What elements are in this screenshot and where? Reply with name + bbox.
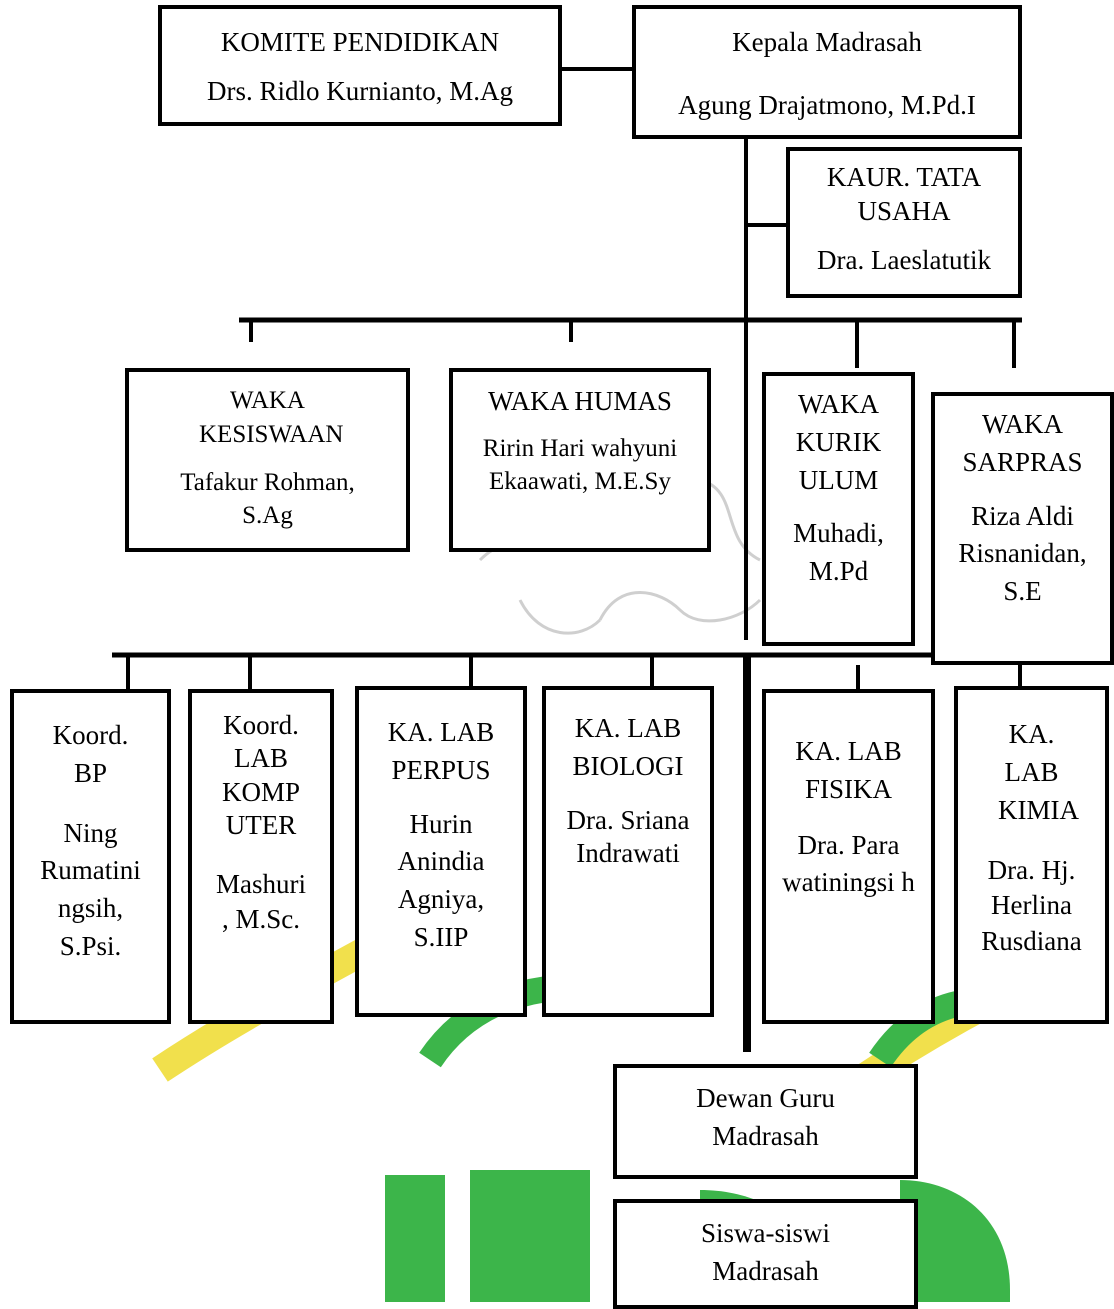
coord-bp-title: Koord. BP	[52, 720, 129, 788]
coord-biologi-box: KA. LAB BIOLOGI Dra. Sriana Indrawati	[542, 686, 714, 1017]
teachers-label: Dewan Guru Madrasah	[696, 1083, 835, 1151]
coord-komputer-name: Mashuri , M.Sc.	[216, 868, 306, 934]
coord-perpus-title: KA. LAB PERPUS	[387, 717, 495, 785]
admin-name: Dra. Laeslatutik	[817, 244, 991, 275]
waka-sarpras-title: WAKA SARPRAS	[962, 409, 1083, 477]
waka-kesiswaan-box: WAKA KESISWAAN Tafakur Rohman, S.Ag	[125, 368, 410, 552]
coord-fisika-name: Dra. Para watiningsi h	[782, 829, 915, 898]
admin-box: KAUR. TATA USAHA Dra. Laeslatutik	[786, 147, 1022, 298]
waka-kesiswaan-title: WAKA KESISWAAN	[199, 387, 344, 448]
waka-humas-name: Ririn Hari wahyuni Ekaawati, M.E.Sy	[482, 435, 678, 495]
committee-name: Drs. Ridlo Kurnianto, M.Ag	[207, 76, 513, 107]
coord-kimia-box: KA. LAB KIMIA Dra. Hj. Herlina Rusdiana	[954, 686, 1109, 1024]
students-box: Siswa-siswi Madrasah	[613, 1199, 918, 1309]
coord-fisika-box: KA. LAB FISIKA Dra. Para watiningsi h	[762, 689, 935, 1024]
coord-kimia-name: Dra. Hj. Herlina Rusdiana	[981, 855, 1082, 956]
waka-humas-box: WAKA HUMAS Ririn Hari wahyuni Ekaawati, …	[449, 368, 711, 552]
coord-biologi-title: KA. LAB BIOLOGI	[572, 713, 684, 781]
coord-bp-box: Koord. BP Ning Rumatini ngsih, S.Psi.	[10, 689, 171, 1024]
students-label: Siswa-siswi Madrasah	[700, 1218, 830, 1286]
coord-bp-name: Ning Rumatini ngsih, S.Psi.	[40, 817, 141, 961]
waka-kesiswaan-name: Tafakur Rohman, S.Ag	[180, 468, 355, 530]
waka-sarpras-name: Riza Aldi Risnanidan, S.E	[958, 500, 1087, 607]
waka-kurikulum-name: Muhadi, M.Pd	[793, 518, 884, 587]
committee-title: KOMITE PENDIDIKAN	[220, 27, 500, 57]
waka-kurikulum-box: WAKA KURIK ULUM Muhadi, M.Pd	[762, 372, 915, 646]
waka-sarpras-box: WAKA SARPRAS Riza Aldi Risnanidan, S.E	[931, 392, 1114, 665]
coord-komputer-title: Koord. LAB KOMP UTER	[221, 710, 301, 841]
waka-kurikulum-title: WAKA KURIK ULUM	[795, 389, 882, 495]
coord-perpus-name: Hurin Anindia Agniya, S.IIP	[397, 808, 485, 952]
coord-fisika-title: KA. LAB FISIKA	[795, 736, 902, 804]
teachers-box: Dewan Guru Madrasah	[613, 1064, 918, 1179]
head-title: Kepala Madrasah	[732, 27, 922, 57]
head-box: Kepala Madrasah Agung Drajatmono, M.Pd.I	[632, 5, 1022, 139]
head-name: Agung Drajatmono, M.Pd.I	[678, 90, 976, 121]
coord-perpus-box: KA. LAB PERPUS Hurin Anindia Agniya, S.I…	[355, 686, 527, 1017]
committee-box: KOMITE PENDIDIKAN Drs. Ridlo Kurnianto, …	[158, 5, 562, 126]
admin-title: KAUR. TATA USAHA	[826, 162, 982, 226]
coord-biologi-name: Dra. Sriana Indrawati	[566, 804, 690, 869]
waka-humas-title: WAKA HUMAS	[488, 386, 672, 416]
coord-kimia-title: KA. LAB KIMIA	[998, 719, 1079, 825]
coord-komputer-box: Koord. LAB KOMP UTER Mashuri , M.Sc.	[188, 689, 334, 1024]
